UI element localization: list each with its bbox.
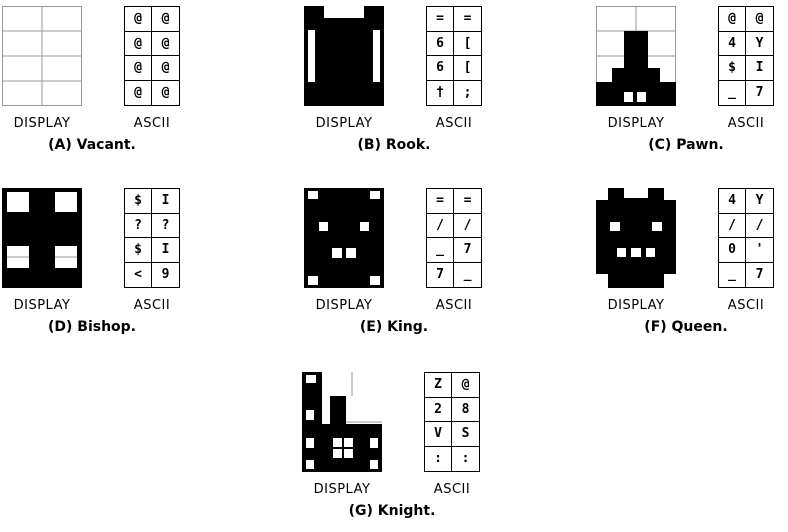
ascii-label: ASCII bbox=[414, 116, 494, 131]
display-label: DISPLAY bbox=[296, 116, 392, 131]
figure-caption: (B) Rook. bbox=[304, 137, 484, 153]
ascii-cell: ; bbox=[454, 81, 481, 106]
ascii-cell: V bbox=[425, 422, 452, 447]
ascii-cell: I bbox=[152, 238, 179, 263]
ascii-cell: 0 bbox=[719, 238, 746, 263]
display-rook bbox=[304, 6, 384, 106]
ascii-cell: 7 bbox=[454, 238, 481, 263]
ascii-cell: 7 bbox=[746, 263, 773, 288]
ascii-cell: _ bbox=[719, 263, 746, 288]
ascii-cell: @ bbox=[746, 7, 773, 32]
figure-caption: (F) Queen. bbox=[596, 319, 776, 335]
ascii-cell: 2 bbox=[425, 398, 452, 423]
ascii-cell: [ bbox=[454, 56, 481, 81]
ascii-cell: ? bbox=[125, 214, 152, 239]
ascii-grid-vacant: @ @ @ @ @ @ @ @ bbox=[124, 6, 180, 106]
display-label: DISPLAY bbox=[0, 116, 90, 131]
figure-caption: (E) King. bbox=[304, 319, 484, 335]
display-pawn bbox=[596, 6, 676, 106]
ascii-label: ASCII bbox=[414, 298, 494, 313]
ascii-cell: @ bbox=[719, 7, 746, 32]
display-label: DISPLAY bbox=[588, 298, 684, 313]
ascii-cell: I bbox=[746, 56, 773, 81]
ascii-cell: = bbox=[454, 7, 481, 32]
ascii-cell: S bbox=[452, 422, 479, 447]
ascii-cell: † bbox=[427, 81, 454, 106]
ascii-cell: 4 bbox=[719, 189, 746, 214]
ascii-grid-pawn: @ @ 4 Y $ I _ 7 bbox=[718, 6, 774, 106]
ascii-cell: @ bbox=[152, 32, 179, 57]
ascii-cell: 6 bbox=[427, 56, 454, 81]
display-label: DISPLAY bbox=[0, 298, 90, 313]
figure-caption: (G) Knight. bbox=[302, 503, 482, 519]
ascii-cell: $ bbox=[125, 238, 152, 263]
display-king bbox=[304, 188, 384, 288]
ascii-cell: Y bbox=[746, 32, 773, 57]
ascii-cell: Y bbox=[746, 189, 773, 214]
ascii-cell: I bbox=[152, 189, 179, 214]
ascii-grid-bishop: $ I ? ? $ I < 9 bbox=[124, 188, 180, 288]
ascii-cell: ' bbox=[746, 238, 773, 263]
ascii-cell: 9 bbox=[152, 263, 179, 288]
figure-caption: (A) Vacant. bbox=[2, 137, 182, 153]
ascii-cell: @ bbox=[125, 81, 152, 106]
ascii-cell: _ bbox=[454, 263, 481, 288]
ascii-cell: 8 bbox=[452, 398, 479, 423]
ascii-cell: @ bbox=[125, 56, 152, 81]
ascii-cell: _ bbox=[427, 238, 454, 263]
ascii-cell: 7 bbox=[746, 81, 773, 106]
ascii-cell: / bbox=[427, 214, 454, 239]
display-queen bbox=[596, 188, 676, 288]
display-label: DISPLAY bbox=[588, 116, 684, 131]
ascii-label: ASCII bbox=[706, 116, 786, 131]
ascii-grid-knight: Z @ 2 8 V S : : bbox=[424, 372, 480, 472]
ascii-grid-queen: 4 Y / / 0 ' _ 7 bbox=[718, 188, 774, 288]
display-bishop bbox=[2, 188, 82, 288]
ascii-cell: = bbox=[454, 189, 481, 214]
display-label: DISPLAY bbox=[296, 298, 392, 313]
ascii-grid-rook: = = 6 [ 6 [ † ; bbox=[426, 6, 482, 106]
ascii-label: ASCII bbox=[112, 116, 192, 131]
ascii-cell: [ bbox=[454, 32, 481, 57]
ascii-cell: = bbox=[427, 7, 454, 32]
display-knight bbox=[302, 372, 382, 472]
ascii-cell: < bbox=[125, 263, 152, 288]
ascii-cell: 4 bbox=[719, 32, 746, 57]
ascii-grid-king: = = / / _ 7 7 _ bbox=[426, 188, 482, 288]
ascii-cell: @ bbox=[152, 81, 179, 106]
ascii-cell: Z bbox=[425, 373, 452, 398]
ascii-cell: @ bbox=[152, 7, 179, 32]
ascii-cell: _ bbox=[719, 81, 746, 106]
display-label: DISPLAY bbox=[294, 482, 390, 497]
ascii-cell: 7 bbox=[427, 263, 454, 288]
ascii-cell: ? bbox=[152, 214, 179, 239]
ascii-cell: @ bbox=[152, 56, 179, 81]
ascii-label: ASCII bbox=[412, 482, 492, 497]
ascii-cell: : bbox=[425, 447, 452, 472]
ascii-cell: $ bbox=[719, 56, 746, 81]
ascii-cell: : bbox=[452, 447, 479, 472]
ascii-cell: / bbox=[719, 214, 746, 239]
ascii-cell: = bbox=[427, 189, 454, 214]
ascii-cell: 6 bbox=[427, 32, 454, 57]
ascii-label: ASCII bbox=[706, 298, 786, 313]
ascii-cell: $ bbox=[125, 189, 152, 214]
ascii-cell: / bbox=[746, 214, 773, 239]
ascii-cell: / bbox=[454, 214, 481, 239]
ascii-cell: @ bbox=[125, 7, 152, 32]
ascii-cell: @ bbox=[125, 32, 152, 57]
figure-caption: (C) Pawn. bbox=[596, 137, 776, 153]
display-vacant bbox=[2, 6, 82, 106]
ascii-cell: @ bbox=[452, 373, 479, 398]
figure-caption: (D) Bishop. bbox=[2, 319, 182, 335]
ascii-label: ASCII bbox=[112, 298, 192, 313]
